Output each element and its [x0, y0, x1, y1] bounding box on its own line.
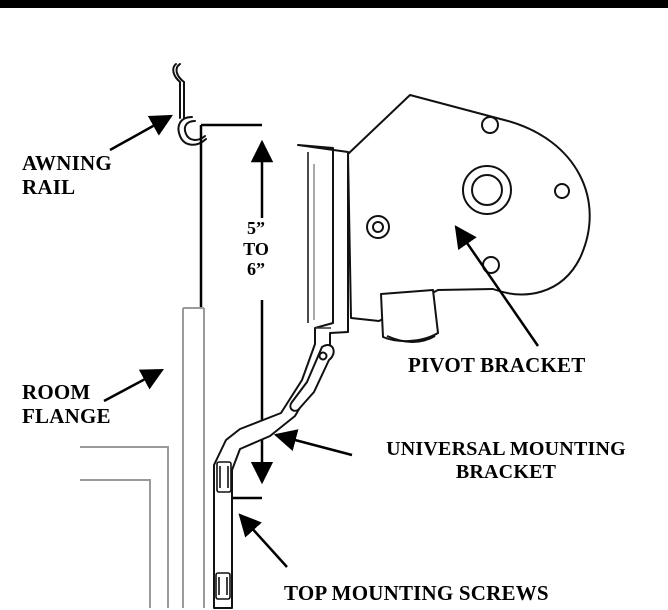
room-flange-label-line-1: ROOM — [22, 380, 91, 404]
top-mounting-screws-label: TOP MOUNTING SCREWS — [284, 581, 549, 605]
dimension-lines — [199, 123, 274, 500]
awning-rail-label-line-2: RAIL — [22, 175, 76, 200]
awning-rail-shape — [172, 63, 207, 146]
universal-mounting-bracket-label-line-2: BRACKET — [455, 461, 557, 483]
dimension-label: 5” TO 6” — [226, 218, 286, 281]
room-wall — [80, 307, 205, 608]
room-flange-label-line-2: FLANGE — [22, 404, 111, 429]
dimension-label-line-1: 5” — [247, 218, 265, 238]
room-flange-label: ROOM FLANGE — [22, 380, 111, 428]
pivot-bracket-label: PIVOT BRACKET — [408, 353, 586, 377]
awning-rail-label-line-1: AWNING — [22, 151, 112, 175]
top-mounting-screws-shape — [215, 461, 232, 600]
pivot-bracket-shape — [347, 94, 591, 343]
top-rule — [0, 0, 668, 8]
dimension-label-line-2: TO — [243, 238, 269, 259]
leader-arrows — [103, 114, 540, 568]
universal-mounting-bracket-label-line-1: UNIVERSAL MOUNTING — [386, 438, 626, 460]
awning-rail-label: AWNING RAIL — [22, 151, 112, 199]
universal-mounting-bracket-label: UNIVERSAL MOUNTING BRACKET — [352, 438, 660, 484]
universal-mounting-bracket-shape — [213, 144, 349, 609]
dimension-label-line-3: 6” — [247, 259, 265, 280]
